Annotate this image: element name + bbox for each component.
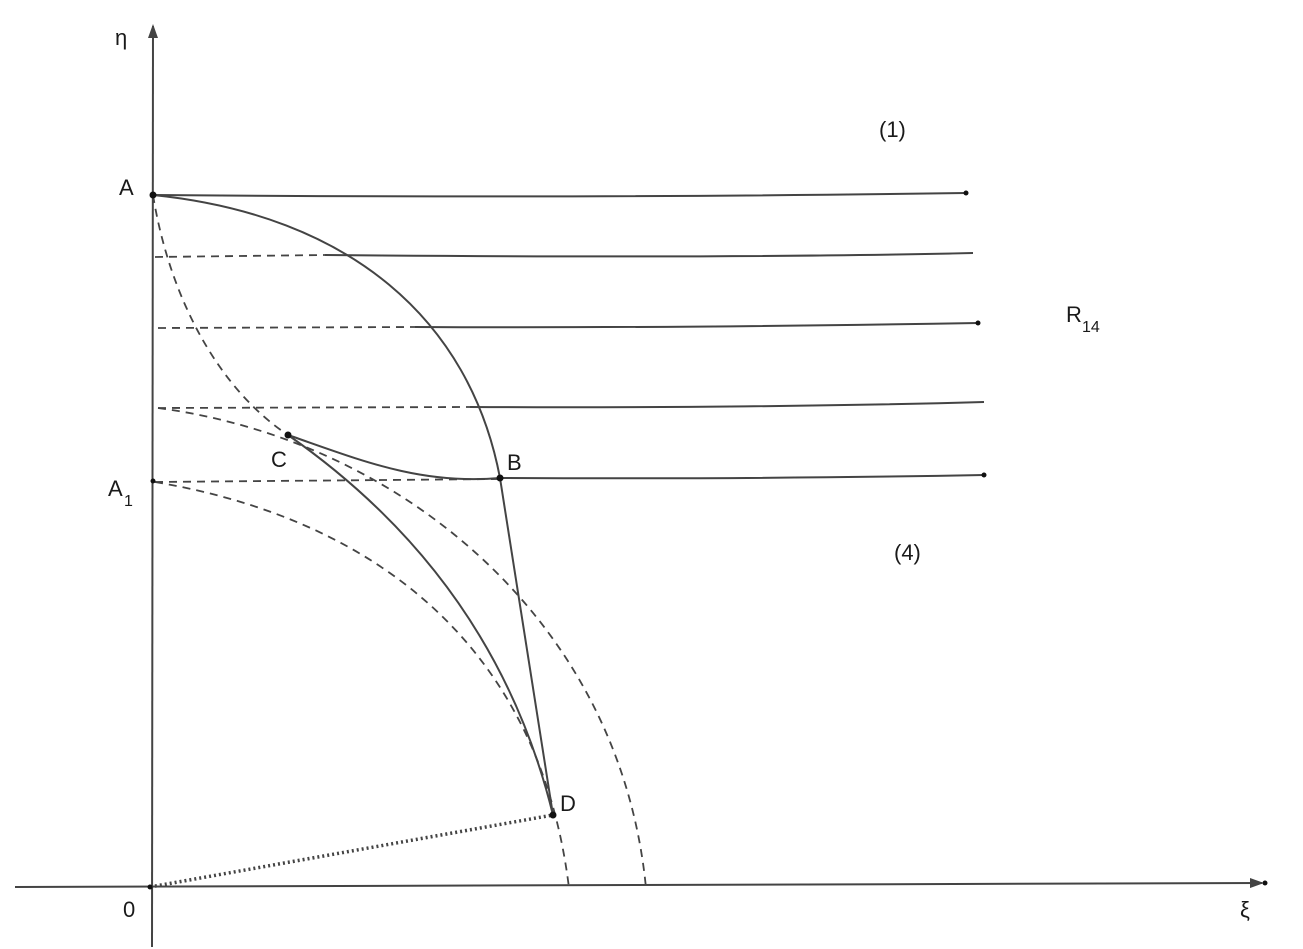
- curve-C-B: [287, 434, 501, 481]
- dashed-outer-arc: [157, 407, 647, 889]
- curve-C-D: [287, 434, 554, 816]
- dotted-radius-O-D: [149, 813, 554, 889]
- label-C: C: [271, 447, 287, 472]
- axis-end-point: [1262, 880, 1268, 886]
- arc-A-B: [152, 194, 501, 479]
- dashed-inner-arc: [154, 481, 570, 889]
- region-R14-label: R: [1066, 302, 1082, 327]
- endpoint-5: [981, 472, 987, 478]
- region-R14-sub: 14: [1082, 319, 1100, 336]
- line-B-D: [499, 477, 554, 816]
- level-curve-5: [499, 474, 985, 480]
- label-A1: A: [108, 476, 123, 501]
- eta-axis: [147, 24, 158, 948]
- level-curve-2: [324, 252, 974, 258]
- point-B: [496, 474, 504, 482]
- point-D: [549, 811, 557, 819]
- point-C: [284, 431, 292, 439]
- xi-axis-label: ξ: [1240, 897, 1250, 922]
- point-A: [149, 191, 157, 199]
- dashed-level-5: [154, 478, 501, 483]
- endpoint-1: [963, 190, 969, 196]
- label-A: A: [119, 175, 134, 200]
- label-A1-sub: 1: [124, 493, 133, 510]
- region-1-label: (1): [879, 117, 906, 142]
- label-B: B: [507, 450, 522, 475]
- level-curve-1: [152, 192, 967, 198]
- dashed-A-C: [152, 194, 289, 436]
- origin-label: 0: [123, 897, 135, 922]
- region-4-label: (4): [894, 540, 921, 565]
- point-origin: [147, 884, 153, 890]
- dashed-level-4: [157, 406, 471, 409]
- level-curve-3: [414, 322, 979, 329]
- xi-axis: [14, 878, 1264, 889]
- label-D: D: [560, 791, 576, 816]
- point-A1: [150, 478, 156, 484]
- dashed-level-2: [154, 254, 326, 258]
- level-curve-4: [469, 401, 985, 409]
- endpoint-3: [975, 320, 981, 326]
- eta-axis-label: η: [115, 25, 127, 50]
- dashed-level-3: [157, 326, 416, 329]
